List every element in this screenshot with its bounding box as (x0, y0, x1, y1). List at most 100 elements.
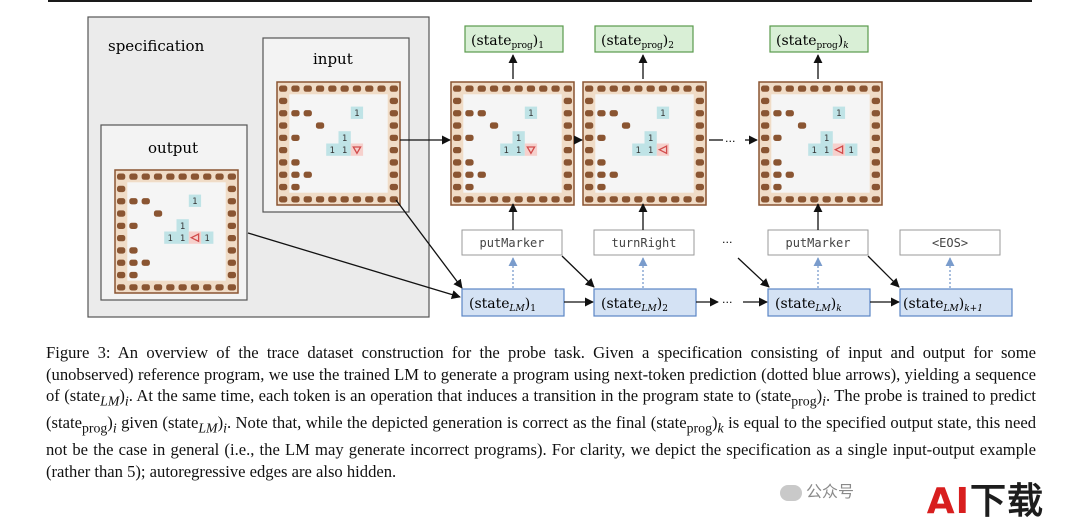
wall-brick (695, 171, 704, 178)
svg-text:(stateLM)k+1: (stateLM)k+1 (903, 296, 983, 314)
wall-brick (683, 196, 692, 203)
wall-brick (773, 183, 782, 191)
wall-brick (315, 122, 325, 129)
marker-cell (176, 231, 189, 244)
wall-brick (453, 159, 462, 166)
wall-brick (822, 196, 831, 203)
wall-brick (203, 173, 212, 180)
wall-brick (190, 173, 200, 180)
wall-brick (227, 198, 236, 205)
wall-brick (166, 173, 175, 180)
wall-brick (810, 85, 819, 92)
wall-brick (365, 85, 374, 92)
svg-text:putMarker: putMarker (479, 236, 544, 250)
caption-text-2: . At the same time, each token is an ope… (128, 386, 756, 406)
svg-text:(stateLM)2: (stateLM)2 (601, 296, 668, 314)
wall-brick (117, 259, 126, 266)
wall-brick (279, 159, 288, 166)
robot-icon (189, 232, 200, 243)
output-label: output (148, 139, 198, 157)
wall-brick (117, 198, 126, 205)
marker-count: 1 (180, 234, 185, 244)
wall-brick (129, 271, 138, 279)
marker-cell (512, 131, 525, 144)
marker-cell (632, 143, 645, 156)
caption-lm-var: (stateLM)i (64, 386, 129, 409)
marker-count: 1 (342, 134, 347, 144)
marker-cell (845, 143, 858, 156)
marker-count: 1 (180, 222, 185, 232)
wall-brick (117, 235, 126, 242)
marker-count: 1 (516, 134, 521, 144)
wall-brick (671, 196, 680, 203)
wall-brick (129, 173, 138, 180)
wall-brick (153, 284, 163, 291)
wall-brick (279, 97, 288, 105)
wall-brick (291, 196, 300, 203)
wall-brick (340, 85, 349, 92)
wall-brick (597, 159, 606, 166)
wechat-watermark: 公众号 (780, 478, 854, 502)
wall-brick (389, 122, 398, 129)
wall-brick (141, 259, 150, 266)
input-label: input (313, 50, 353, 68)
wall-brick (773, 171, 782, 178)
wall-brick (465, 85, 474, 92)
arrow-token1-to-lm2 (561, 255, 595, 288)
wall-brick (785, 110, 794, 117)
marker-count: 1 (330, 146, 335, 156)
wall-brick (477, 171, 486, 178)
wall-brick (646, 85, 655, 92)
arrow-dots-to-lmk (737, 257, 770, 288)
wall-brick (377, 85, 386, 92)
wall-brick (352, 196, 362, 203)
wall-brick (761, 183, 770, 191)
wall-brick (871, 183, 880, 191)
robot-icon (352, 146, 362, 155)
wall-brick (166, 284, 175, 291)
wall-brick (227, 210, 236, 217)
marker-cell (350, 106, 364, 119)
marker-count: 1 (824, 134, 829, 144)
wall-brick (227, 247, 236, 254)
caption-text-6: is equal to the specified output state, … (46, 413, 1036, 481)
wall-brick (389, 183, 398, 191)
wall-brick (609, 196, 618, 203)
wall-brick (585, 85, 594, 92)
wall-brick (871, 97, 880, 105)
wall-brick (129, 247, 138, 254)
wall-brick (141, 198, 150, 205)
wall-brick (291, 159, 300, 166)
wall-brick (773, 110, 782, 117)
wall-brick (453, 85, 462, 92)
wall-brick (453, 122, 462, 129)
wall-brick (129, 284, 138, 291)
wall-brick (453, 147, 462, 154)
wall-brick (117, 222, 126, 229)
svg-text:putMarker: putMarker (785, 236, 850, 250)
wechat-icon (780, 484, 802, 501)
svg-text:(stateprog)1: (stateprog)1 (471, 33, 544, 51)
wall-brick (563, 85, 572, 92)
wall-brick (389, 159, 398, 166)
wall-brick (465, 171, 474, 178)
wall-brick (563, 171, 572, 178)
wall-brick (227, 235, 236, 242)
wall-brick (585, 97, 594, 105)
marker-count: 1 (812, 146, 817, 156)
ellipsis-tokens: ··· (722, 236, 733, 249)
wall-brick (621, 196, 631, 203)
wall-brick (178, 173, 187, 180)
svg-text:(stateLM)k: (stateLM)k (775, 296, 842, 314)
marker-cell (500, 143, 513, 156)
wall-brick (203, 284, 212, 291)
wall-brick (117, 284, 126, 291)
wall-brick (871, 122, 880, 129)
wall-brick (291, 85, 300, 92)
marker-cell (820, 131, 833, 144)
marker-cell (656, 106, 670, 119)
wall-brick (597, 196, 606, 203)
